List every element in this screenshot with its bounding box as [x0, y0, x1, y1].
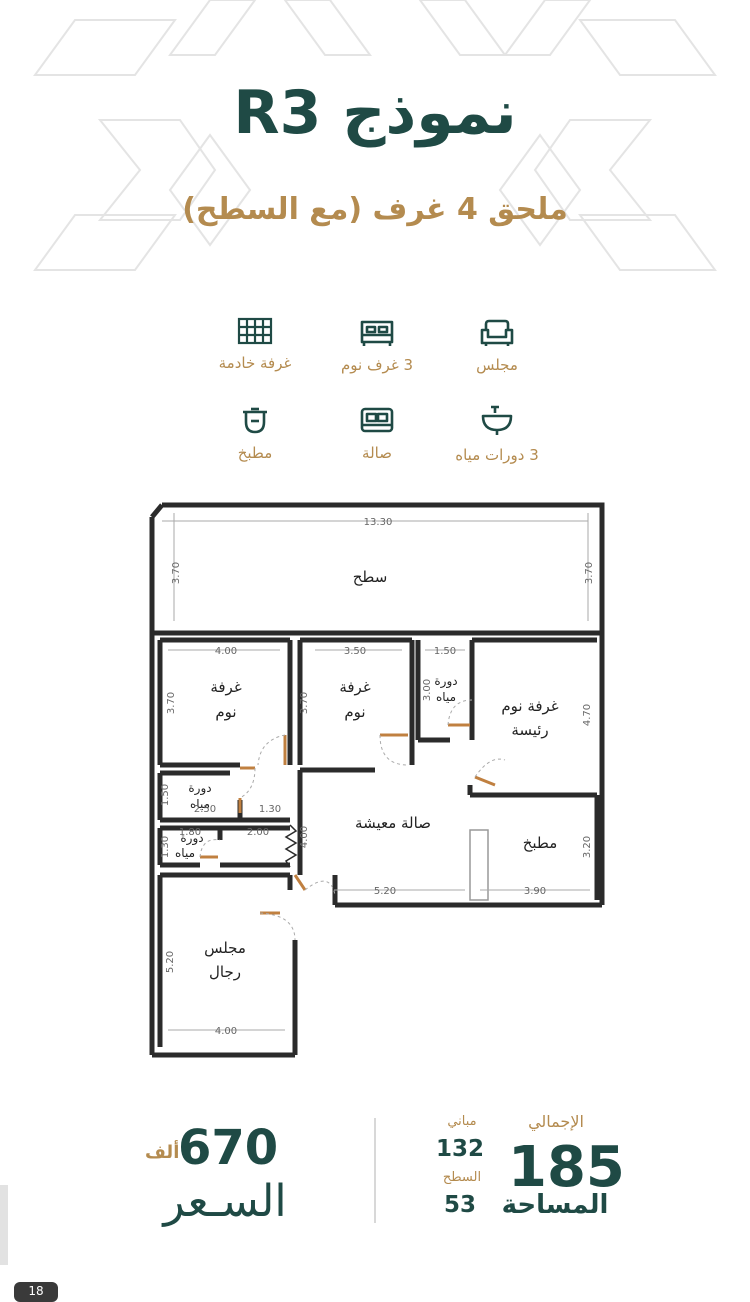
bed-icon: [360, 320, 394, 346]
dim-wc-mid-w: 2.50: [194, 804, 216, 815]
dim-roof-h-left: 3.70: [171, 562, 182, 584]
dim-wc-low-h: 1.30: [160, 836, 171, 858]
room-bed1-a: غرفة: [210, 678, 241, 696]
plan-walls: [149, 502, 605, 1058]
dim-living-h: 4.00: [299, 826, 310, 848]
dim-master-h: 4.70: [582, 704, 593, 726]
feature-majlis-label: مجلس: [476, 356, 518, 374]
room-labels: سطح غرفة نوم غرفة نوم غرفة نوم رئيسة دور…: [175, 568, 559, 981]
room-wc-top-a: دورة: [434, 674, 457, 689]
couch-icon: [360, 407, 394, 433]
room-wc-top-b: مياه: [436, 690, 456, 704]
page-edge: [0, 1185, 8, 1265]
dim-living-w: 5.20: [374, 886, 396, 897]
dim-bed1-w: 4.00: [215, 646, 237, 657]
roof-area-value: 53: [443, 1192, 476, 1218]
dim-majlis-w: 4.00: [215, 1026, 237, 1037]
feature-living: صالة: [292, 406, 462, 462]
doors: [200, 723, 496, 915]
door-swings: [199, 699, 506, 941]
price-unit: ألف: [145, 1142, 180, 1163]
area-label: المساحة: [501, 1190, 609, 1220]
dim-wc-low-w: 1.80: [179, 827, 201, 838]
room-bed1-b: نوم: [215, 703, 236, 721]
feature-bathrooms: 3 دورات مياه: [412, 404, 582, 464]
price-label: السـعر: [163, 1176, 287, 1227]
room-majlis-a: مجلس: [204, 939, 246, 957]
feature-bedrooms-label: 3 غرف نوم: [341, 356, 413, 374]
room-bed2-a: غرفة: [339, 678, 370, 696]
dim-roof-h-right: 3.70: [584, 562, 595, 584]
room-master-b: رئيسة: [511, 721, 548, 739]
feature-living-label: صالة: [362, 444, 392, 462]
stove-icon: [243, 407, 267, 434]
header-pattern: [33, 0, 717, 271]
room-master-a: غرفة نوم: [501, 697, 558, 715]
floor-plan: سطح غرفة نوم غرفة نوم غرفة نوم رئيسة دور…: [149, 502, 605, 1058]
room-wc-low-a: دورة: [180, 831, 203, 846]
feature-maid-room: غرفة خادمة: [170, 316, 340, 372]
kitchen-counter: [469, 829, 489, 901]
area-total-label: الإجمالي: [528, 1112, 584, 1131]
room-wc-mid-b: مياه: [190, 797, 210, 811]
feature-bathrooms-label: 3 دورات مياه: [455, 446, 539, 464]
footer-divider: [374, 1118, 376, 1223]
roof-area-label: السطح: [442, 1170, 482, 1185]
feature-majlis: مجلس: [412, 318, 582, 374]
dim-roof-w: 13.30: [364, 517, 393, 528]
price-value: 670: [178, 1120, 279, 1176]
dim-wc-top-h: 3.00: [422, 679, 433, 701]
feature-bedrooms: 3 غرف نوم: [292, 318, 462, 374]
feature-kitchen: مطبخ: [170, 406, 340, 462]
dimension-lines: [162, 513, 590, 1031]
sofa-icon: [480, 319, 514, 346]
building-value: 132: [435, 1136, 484, 1162]
sink-icon: [481, 405, 513, 435]
page-number-badge: 18: [14, 1282, 58, 1302]
room-wc-low-b: مياه: [175, 846, 195, 860]
dim-kitchen-w: 3.90: [524, 886, 546, 897]
room-bed2-b: نوم: [344, 703, 365, 721]
dim-bed2-w: 3.50: [344, 646, 366, 657]
feature-maid-room-label: غرفة خادمة: [218, 354, 292, 372]
area-total-value: 185: [508, 1135, 625, 1200]
dimension-labels: 13.30 3.70 3.70 4.00 3.70 3.50 3.70 1.50…: [160, 517, 595, 1037]
dim-wc-top-w: 1.50: [434, 646, 456, 657]
dim-wc-mid-w2: 1.30: [259, 804, 281, 815]
dim-bed1-h: 3.70: [166, 692, 177, 714]
zigzag-wall: [284, 824, 298, 868]
dim-wc-low-w2: 2.00: [247, 827, 269, 838]
room-living: صالة معيشة: [355, 814, 431, 832]
grid-window-icon: [237, 317, 273, 345]
building-label: مباني: [447, 1114, 477, 1129]
room-majlis-b: رجال: [209, 963, 241, 981]
feature-kitchen-label: مطبخ: [237, 444, 273, 462]
room-roof: سطح: [353, 568, 388, 586]
dim-bed2-h: 3.70: [299, 692, 310, 714]
dim-majlis-h: 5.20: [165, 951, 176, 973]
dim-wc-mid-h: 1.50: [160, 784, 171, 806]
room-wc-mid-a: دورة: [188, 781, 211, 796]
dim-kitchen-h: 3.20: [582, 836, 593, 858]
page-title: نموذج R3: [233, 78, 517, 148]
room-kitchen: مطبخ: [523, 834, 558, 852]
page-subtitle: ملحق 4 غرف (مع السطح): [182, 192, 568, 227]
